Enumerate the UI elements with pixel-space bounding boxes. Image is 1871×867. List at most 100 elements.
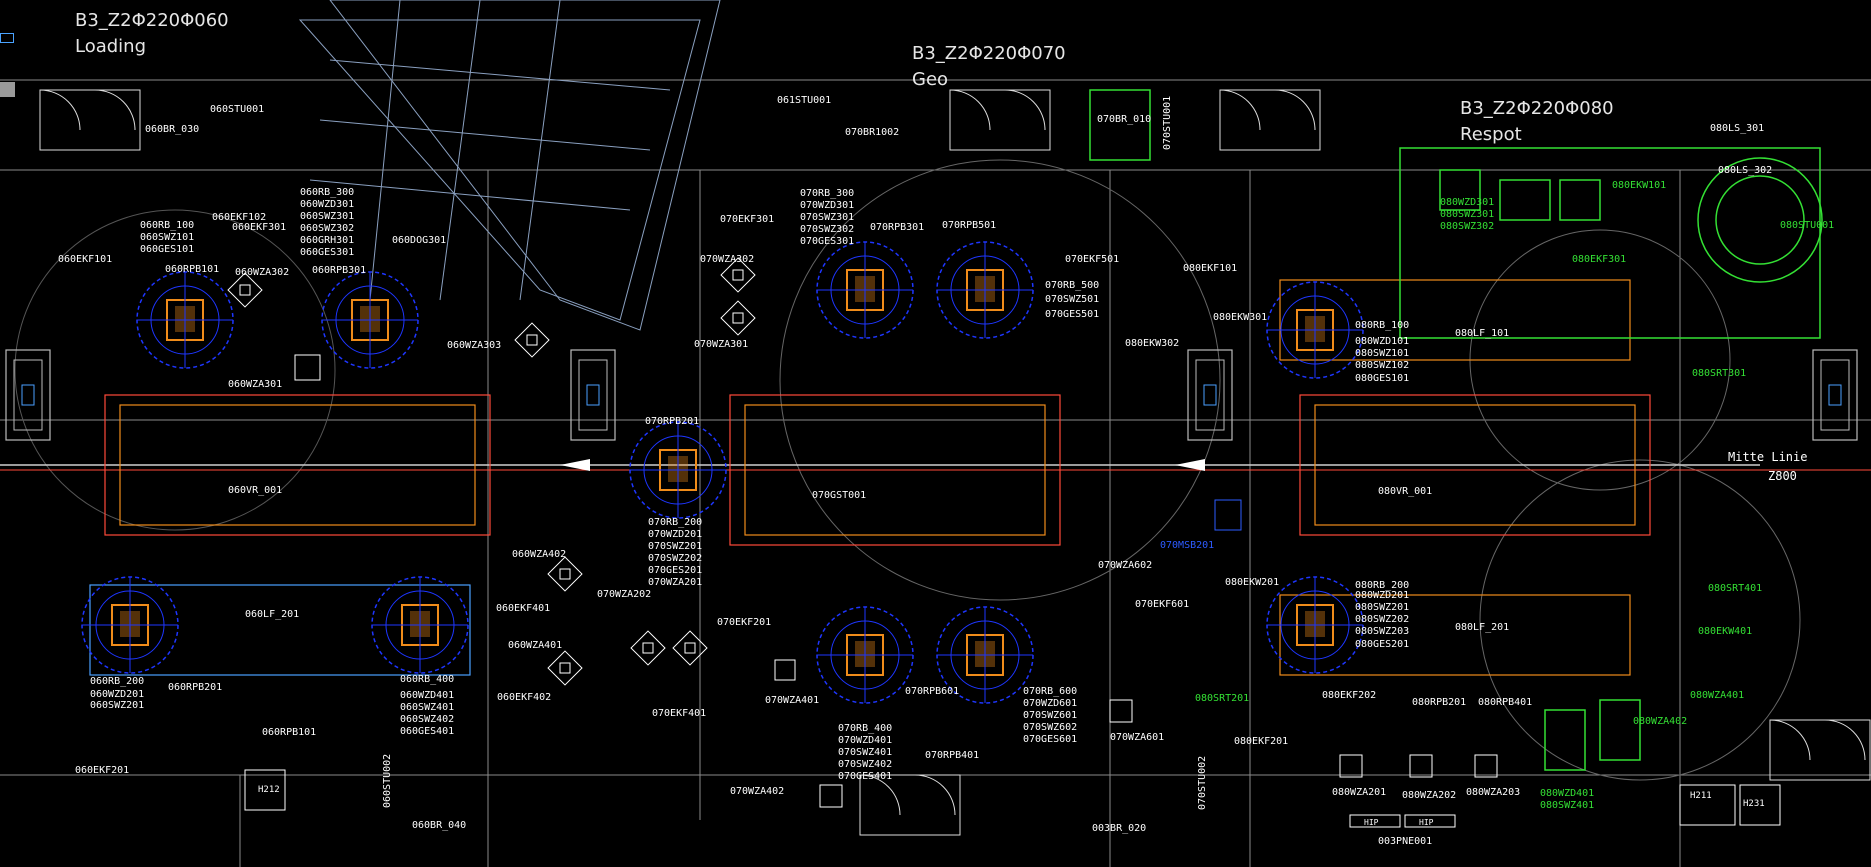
label: 070RPB601	[905, 686, 959, 697]
label: 070WZA201	[648, 577, 702, 588]
label: 080SWZ301	[1440, 209, 1494, 220]
label: 060GES101	[140, 244, 194, 255]
viewport-indicator[interactable]	[0, 33, 14, 43]
label: 060STU002	[382, 754, 393, 808]
label: 061STU001	[777, 95, 831, 106]
label: 070SWZ402	[838, 759, 892, 770]
label: 080RB_100	[1355, 320, 1409, 331]
label: 070RPB401	[925, 750, 979, 761]
label: 080EKW301	[1213, 312, 1267, 323]
label: 080WZD401	[1540, 788, 1594, 799]
label: 070WZA601	[1110, 732, 1164, 743]
label: 060SWZ101	[140, 232, 194, 243]
bay-label: H212	[258, 785, 280, 795]
label: 080SRT201	[1195, 693, 1249, 704]
label: 003BR_020	[1092, 823, 1146, 834]
label: 070SWZ201	[648, 541, 702, 552]
label: 080SWZ202	[1355, 614, 1409, 625]
label: 070SWZ401	[838, 747, 892, 758]
conveyor-frame	[298, 0, 721, 331]
label: 080LF_101	[1455, 328, 1509, 339]
label: 080WZA201	[1332, 787, 1386, 798]
label: 070RPB501	[942, 220, 996, 231]
label: 070WZD201	[648, 529, 702, 540]
label: 070EKF401	[652, 708, 706, 719]
label: 003PNE001	[1378, 836, 1432, 847]
label: 070RB_200	[648, 517, 702, 528]
section-loading-name: Loading	[75, 36, 146, 57]
label: 080LS_302	[1718, 165, 1772, 176]
label: 070WZD401	[838, 735, 892, 746]
label: 070SWZ601	[1023, 710, 1077, 721]
label: 080EKF301	[1572, 254, 1626, 265]
bay-label: H211	[1690, 791, 1712, 801]
label: 060STU001	[210, 104, 264, 115]
label: 070SWZ202	[648, 553, 702, 564]
layer-toggle[interactable]	[0, 82, 15, 97]
label: 060GES301	[300, 247, 354, 258]
label: 070RB_600	[1023, 686, 1077, 697]
label: 060WZD201	[90, 689, 144, 700]
label: 060WZD301	[300, 199, 354, 210]
label: 080SWZ201	[1355, 602, 1409, 613]
label: 070WZD601	[1023, 698, 1077, 709]
label: 070EKF601	[1135, 599, 1189, 610]
label: 070WZA301	[694, 339, 748, 350]
label: 070BR1002	[845, 127, 899, 138]
label: 060VR_001	[228, 485, 282, 496]
section-respot-name: Respot	[1460, 124, 1522, 145]
hip-label: HIP	[1419, 818, 1434, 827]
label: 070SWZ302	[800, 224, 854, 235]
respot-cell	[1089, 89, 1823, 771]
labels-060: 060STU001 060BR_030 060EKF102 060EKF301 …	[58, 104, 566, 831]
label: 080SWZ101	[1355, 348, 1409, 359]
label: 080VR_001	[1378, 486, 1432, 497]
label: 060SWZ201	[90, 700, 144, 711]
section-geo-code: B3_Z2Φ220Φ070	[912, 43, 1066, 64]
label: 070WZA302	[700, 254, 754, 265]
label: 070SWZ602	[1023, 722, 1077, 733]
label: 070WZA602	[1098, 560, 1152, 571]
label: 080EKW201	[1225, 577, 1279, 588]
fixtures	[89, 279, 1651, 676]
label: 060RPB201	[168, 682, 222, 693]
label: 080WZA402	[1633, 716, 1687, 727]
label: 070WZA402	[730, 786, 784, 797]
labels-070: 061STU001 070BR1002 070BR_010 070STU001 …	[597, 95, 1214, 834]
label: 080EKF201	[1234, 736, 1288, 747]
label: 060SWZ301	[300, 211, 354, 222]
label: 060BR_030	[145, 124, 199, 135]
label: 060SWZ402	[400, 714, 454, 725]
label: 070EKF201	[717, 617, 771, 628]
label: 080EKW302	[1125, 338, 1179, 349]
label: 070RB_300	[800, 188, 854, 199]
label: 060WZA301	[228, 379, 282, 390]
robots	[81, 241, 1364, 704]
label: 060BR_040	[412, 820, 466, 831]
label: 080LF_201	[1455, 622, 1509, 633]
label: 060WZA401	[508, 640, 562, 651]
label: 070GES301	[800, 236, 854, 247]
label: 060RPB101	[262, 727, 316, 738]
label: 060GRH301	[300, 235, 354, 246]
label: 060DOG301	[392, 235, 446, 246]
label: 070EKF501	[1065, 254, 1119, 265]
label: 080SWZ401	[1540, 800, 1594, 811]
label: 070GES501	[1045, 309, 1099, 320]
label: 080RPB401	[1478, 697, 1532, 708]
label: 080STU001	[1780, 220, 1834, 231]
label: 060RB_300	[300, 187, 354, 198]
label: 060SWZ401	[400, 702, 454, 713]
label: 060EKF102	[212, 212, 266, 223]
centerline-label: Mitte Linie	[1728, 450, 1807, 464]
label: 080EKW101	[1612, 180, 1666, 191]
label: 070WZA202	[597, 589, 651, 600]
label: 080SRT401	[1708, 583, 1762, 594]
label: 070STU001	[1162, 96, 1173, 150]
label: 080SWZ102	[1355, 360, 1409, 371]
label: 060RB_100	[140, 220, 194, 231]
label: 060EKF401	[496, 603, 550, 614]
label: 080GES101	[1355, 373, 1409, 384]
section-loading-code: B3_Z2Φ220Φ060	[75, 10, 229, 31]
